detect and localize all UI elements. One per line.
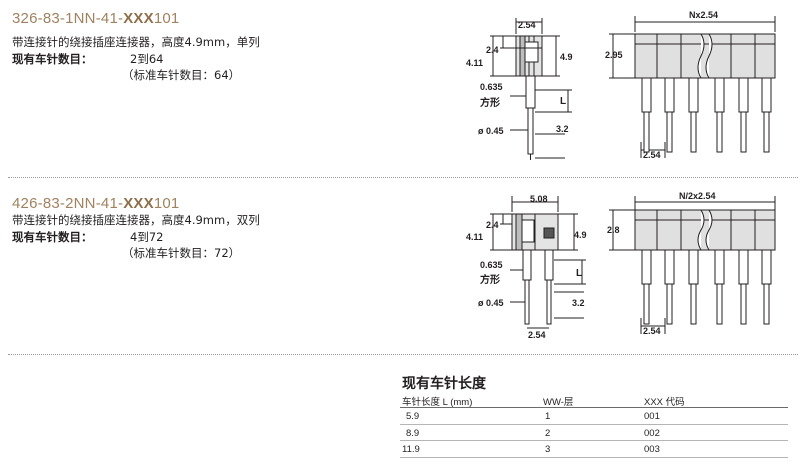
- dim-4-11-1: 4.11: [466, 58, 483, 68]
- dim-bottom-2: 2.54: [643, 326, 661, 336]
- col-header-xxx-code: XXX 代码: [644, 397, 685, 408]
- part-number-prefix: 426-83-2NN-41-: [12, 195, 124, 212]
- dim-bottom-1: 2.54: [643, 150, 661, 160]
- part-number-1: 326-83-1NN-41-XXX101: [12, 10, 179, 27]
- section-divider-2: [8, 354, 798, 355]
- pins-range-1: 2到64: [130, 52, 164, 66]
- pins-label-2: 现有车针数目：: [12, 230, 93, 244]
- product-description-2: 带连接针的绕接插座连接器，高度4.9mm，双列: [12, 213, 260, 227]
- front-view-drawing-1: Nx2.54 2.95 2.54: [605, 10, 776, 160]
- length-table-title: 现有车针长度: [402, 376, 486, 392]
- dim-2-95: 2.95: [605, 50, 623, 60]
- dim-4-9-1: 4.9: [560, 52, 573, 62]
- table-header-rule: [400, 407, 788, 408]
- part-number-code: XXX: [123, 10, 154, 27]
- dim-n-2: N/2x2.54: [679, 191, 716, 201]
- dim-top-1: 2.54: [518, 20, 536, 30]
- part-number-tail: 101: [153, 10, 180, 27]
- pins-1: [641, 77, 772, 153]
- dim-n-1: Nx2.54: [689, 10, 718, 20]
- dim-top-2: 5.08: [530, 194, 548, 204]
- part-number-code: XXX: [123, 195, 154, 212]
- product-description-1: 带连接针的绕接插座连接器，高度4.9mm，单列: [12, 35, 260, 49]
- dim-3-2-1: 3.2: [556, 124, 569, 134]
- dim-2-8: 2.8: [607, 225, 620, 235]
- table-cell: 001: [644, 411, 660, 422]
- row-rule: [400, 457, 788, 458]
- side-view-drawing-1: 2.54 2.4 4.11 4.9 0.635 方形 L ø 0.45 3.2: [466, 18, 573, 160]
- dim-4-11-2: 4.11: [466, 232, 483, 242]
- part-number-tail: 101: [153, 195, 180, 212]
- pins-standard-2: （标准车针数目：72）: [122, 246, 241, 260]
- dim-0635-1: 0.635: [480, 82, 503, 92]
- pins-2: [641, 249, 772, 325]
- dim-2-54-2: 2.54: [528, 330, 546, 340]
- dim-3-2-2: 3.2: [572, 298, 585, 308]
- dim-2-4-1: 2.4: [486, 45, 499, 55]
- pins-standard-1: （标准车针数目：64）: [122, 68, 241, 82]
- table-cell: 5.9: [406, 411, 420, 422]
- side-view-drawing-2: 5.08 2.4 4.11 4.9 0.635 方形 L ø 0.45 3.2 …: [466, 194, 587, 340]
- pins-label-1: 现有车针数目：: [12, 52, 93, 66]
- square-label-2: 方形: [480, 273, 500, 286]
- dim-L-1: L: [560, 96, 566, 107]
- row-rule: [400, 424, 788, 425]
- dim-dia-2: ø 0.45: [478, 298, 504, 308]
- dim-dia-1: ø 0.45: [478, 126, 504, 136]
- dim-L-2: L: [576, 268, 582, 279]
- front-view-drawing-2: N/2x2.54 2.8 2.54: [607, 191, 776, 336]
- section-divider-1: [8, 177, 798, 178]
- col-header-length: 车针长度 L (mm): [402, 397, 473, 408]
- dim-4-9-2: 4.9: [574, 230, 587, 240]
- table-cell: 8.9: [406, 428, 420, 439]
- table-cell: 11.9: [402, 444, 420, 455]
- table-cell: 1: [545, 411, 551, 422]
- dim-0635-2: 0.635: [480, 260, 503, 270]
- col-header-ww-layer: WW-层: [543, 397, 574, 408]
- table-cell: 3: [545, 444, 551, 455]
- table-cell: 2: [545, 428, 551, 439]
- pins-range-2: 4到72: [130, 230, 164, 244]
- square-label-1: 方形: [480, 96, 500, 109]
- row-rule: [400, 440, 788, 441]
- dim-2-4-2: 2.4: [486, 220, 499, 230]
- table-cell: 003: [644, 444, 660, 455]
- part-number-prefix: 326-83-1NN-41-: [12, 10, 124, 27]
- table-cell: 002: [644, 428, 660, 439]
- part-number-2: 426-83-2NN-41-XXX101: [12, 195, 179, 212]
